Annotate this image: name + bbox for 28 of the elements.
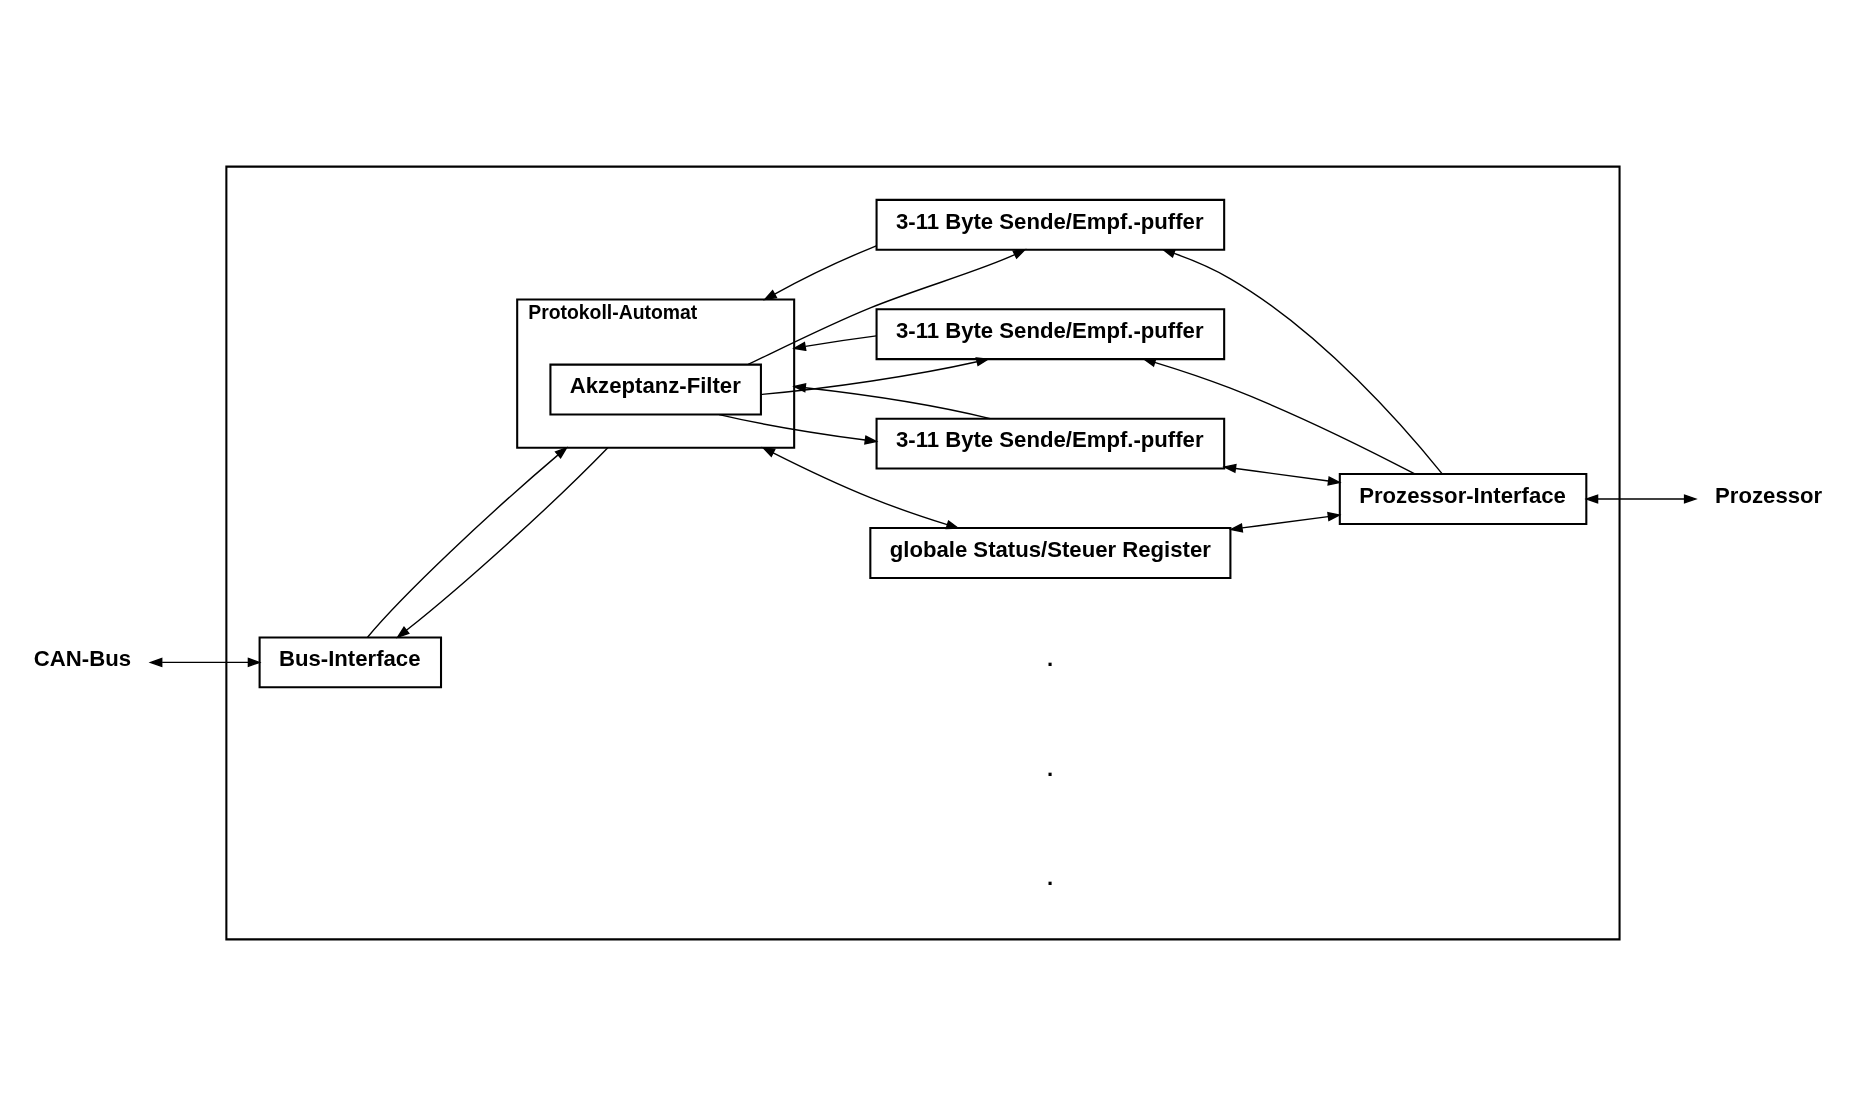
arrow	[747, 248, 1027, 366]
label: .	[1046, 646, 1054, 672]
arrow	[1228, 511, 1342, 533]
arrow	[1584, 494, 1698, 504]
arrow	[1142, 357, 1416, 475]
arrow	[1161, 248, 1443, 475]
label: .	[1046, 755, 1054, 781]
arrow	[366, 446, 569, 638]
arrow	[760, 357, 990, 396]
label: .	[1046, 865, 1054, 891]
node-box: Prozessor-Interface	[1338, 473, 1588, 525]
node-box: globale Status/Steuer Register	[869, 527, 1232, 579]
node-box: 3-11 Byte Sende/Empf.-puffer	[875, 417, 1226, 470]
arrow	[396, 447, 609, 639]
node-box: Bus-Interface	[258, 636, 443, 689]
node-box: Akzeptanz-Filter	[549, 363, 762, 416]
cluster	[225, 165, 1621, 941]
arrow	[763, 245, 877, 301]
node-text: CAN-Bus	[33, 646, 132, 672]
arrow	[792, 335, 877, 352]
node-text: Prozessor	[1715, 482, 1823, 508]
node-box: 3-11 Byte Sende/Empf.-puffer	[875, 308, 1226, 361]
arrow	[718, 413, 879, 445]
arrow	[792, 383, 991, 420]
arrow	[1222, 463, 1342, 486]
arrow	[148, 657, 262, 668]
arrow	[761, 446, 960, 530]
node-box: 3-11 Byte Sende/Empf.-puffer	[875, 198, 1226, 251]
